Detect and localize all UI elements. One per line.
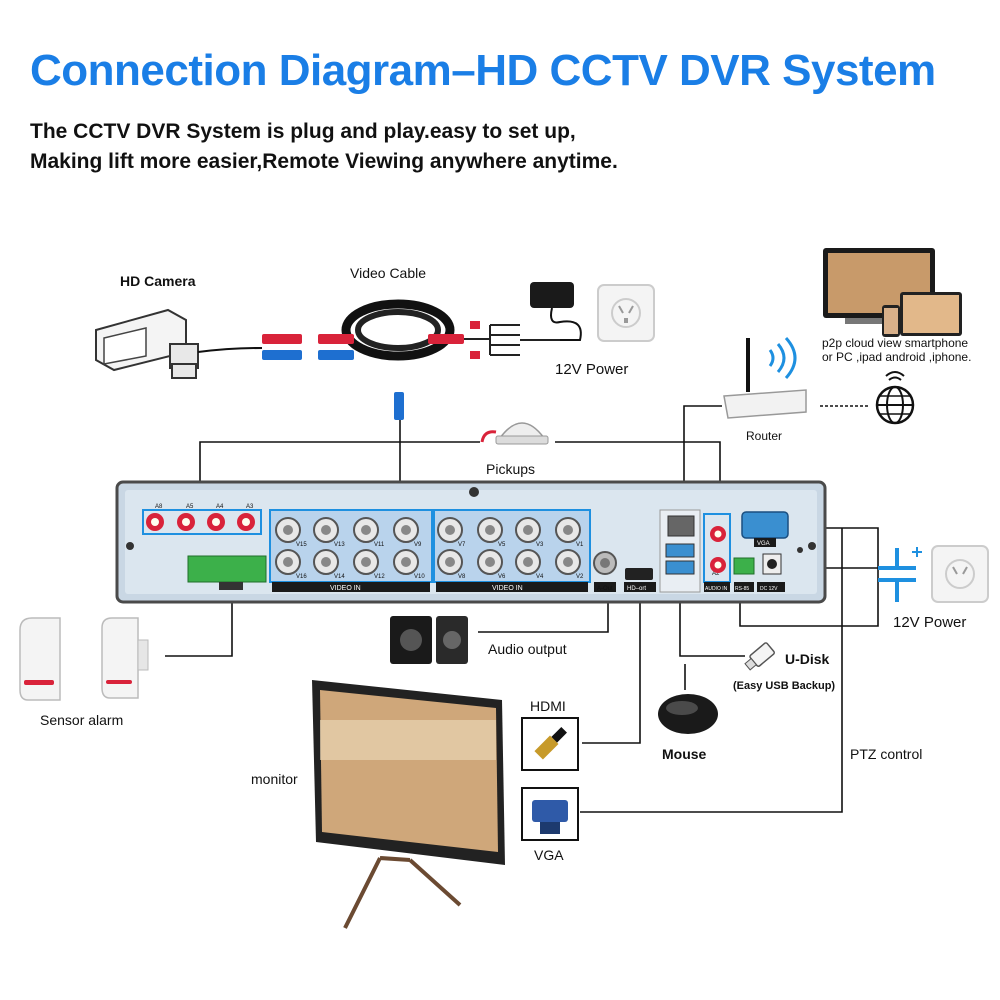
video-in-port: V10 [393, 549, 425, 580]
pickups-label: Pickups [486, 461, 536, 477]
audio-in-jacks [146, 513, 726, 573]
power-adapter-icon [530, 282, 582, 341]
speakers-icon [390, 616, 468, 664]
video-in-port-label: V12 [374, 574, 385, 580]
video-in-port: V1 [555, 517, 584, 548]
vga-label: VGA [534, 847, 564, 863]
sensor-alarm-icon [19, 617, 149, 701]
sensor-alarm-label: Sensor alarm [40, 712, 124, 728]
dc12v-label: DC 12V [760, 586, 778, 592]
mouse-label: Mouse [662, 746, 707, 762]
page-title: Connection Diagram–HD CCTV DVR System [30, 46, 936, 95]
u-disk-label: U-Disk [785, 651, 830, 667]
video-cable-coil-icon [262, 299, 560, 420]
video-in-port-label: V2 [576, 574, 584, 580]
hdmi-port-label: HD–ort [627, 586, 646, 592]
video-in-port: V2 [555, 549, 584, 580]
globe-icon [875, 371, 915, 425]
video-in-port: V4 [515, 549, 544, 580]
subtitle-line-1: The CCTV DVR System is plug and play.eas… [30, 120, 576, 143]
audio-in-jack [710, 526, 726, 542]
usb-disk-icon [744, 642, 775, 671]
cloud-view-line-2: or PC ,ipad android ,iphone. [822, 350, 972, 364]
dvr-panel-labels: A8 A5 A4 A3 A-Out HD–ort AUDIO IN A2 VGA… [155, 504, 778, 592]
hdmi-connector-icon [521, 717, 579, 771]
wall-socket-top-icon [597, 284, 655, 342]
video-in-port-label: V6 [498, 574, 506, 580]
audio-in-label-a3: A3 [246, 504, 254, 510]
audio-in-label-a5: A5 [186, 504, 194, 510]
video-in-port-label: V9 [414, 542, 422, 548]
audio-in-jack [177, 513, 195, 531]
video-in-port-label: V4 [536, 574, 544, 580]
hd-camera-label: HD Camera [120, 273, 196, 289]
a2-label: A2 [712, 571, 720, 577]
video-in-port: V7 [437, 517, 466, 548]
power-top-label: 12V Power [555, 361, 629, 378]
monitor-label: monitor [251, 771, 298, 787]
video-in-port: V9 [393, 517, 422, 548]
wall-socket-right-icon [931, 545, 989, 603]
audio-in-jack [207, 513, 225, 531]
mouse-icon [658, 694, 718, 734]
audio-in-label-a8: A8 [155, 504, 163, 510]
video-in-port-label: V3 [536, 542, 544, 548]
video-in-port: V16 [275, 549, 307, 580]
audio-output-label: Audio output [488, 641, 567, 657]
video-in-label-right: VIDEO IN [492, 585, 523, 592]
hd-camera-icon [95, 308, 263, 379]
video-in-port: V15 [275, 517, 307, 548]
audio-in-jack [237, 513, 255, 531]
u-disk-note-label: (Easy USB Backup) [733, 680, 836, 692]
video-in-port: V11 [353, 517, 385, 548]
dc-power-symbol-icon [878, 547, 922, 602]
audio-in-jack [710, 557, 726, 573]
power-right-label: 12V Power [893, 614, 967, 631]
video-in-port-label: V1 [576, 542, 584, 548]
cloud-view-line-1: p2p cloud view smartphone [822, 336, 969, 350]
video-cable-label: Video Cable [350, 265, 427, 281]
audio-in-label-a4: A4 [216, 504, 224, 510]
video-in-port-label: V14 [334, 574, 345, 580]
dvr-recorder [115, 480, 827, 604]
router-label: Router [746, 429, 783, 443]
video-in-port: V8 [437, 549, 466, 580]
video-in-port: V12 [353, 549, 385, 580]
video-in-port: V5 [477, 517, 506, 548]
vga-connector-icon [521, 787, 579, 841]
video-in-port-label: V11 [374, 542, 385, 548]
video-in-port-label: V10 [414, 574, 425, 580]
ptz-control-label: PTZ control [850, 746, 923, 762]
video-in-port-label: V15 [296, 542, 307, 548]
rs485-label: RS-85 [735, 586, 749, 592]
video-in-port-label: V16 [296, 574, 307, 580]
aout-label: A-Out [597, 586, 613, 592]
cloud-devices-icon [823, 248, 962, 337]
video-in-port-label: V8 [458, 574, 466, 580]
video-in-label-left: VIDEO IN [330, 585, 361, 592]
video-in-port-label: V5 [498, 542, 506, 548]
video-in-port: V13 [313, 517, 345, 548]
router-icon [723, 336, 807, 419]
pickup-microphone-icon [480, 422, 549, 445]
monitor-icon [312, 680, 505, 929]
video-in-port: V6 [477, 549, 506, 580]
subtitle-line-2: Making lift more easier,Remote Viewing a… [30, 150, 618, 173]
video-in-port: V3 [515, 517, 544, 548]
audio-in-jack [146, 513, 164, 531]
video-in-port-label: V7 [458, 542, 466, 548]
video-in-port: V14 [313, 549, 345, 580]
video-in-port-label: V13 [334, 542, 345, 548]
audio-in-port-label: AUDIO IN [705, 586, 728, 592]
vga-port-label: VGA [757, 541, 770, 547]
hdmi-label: HDMI [530, 698, 566, 714]
